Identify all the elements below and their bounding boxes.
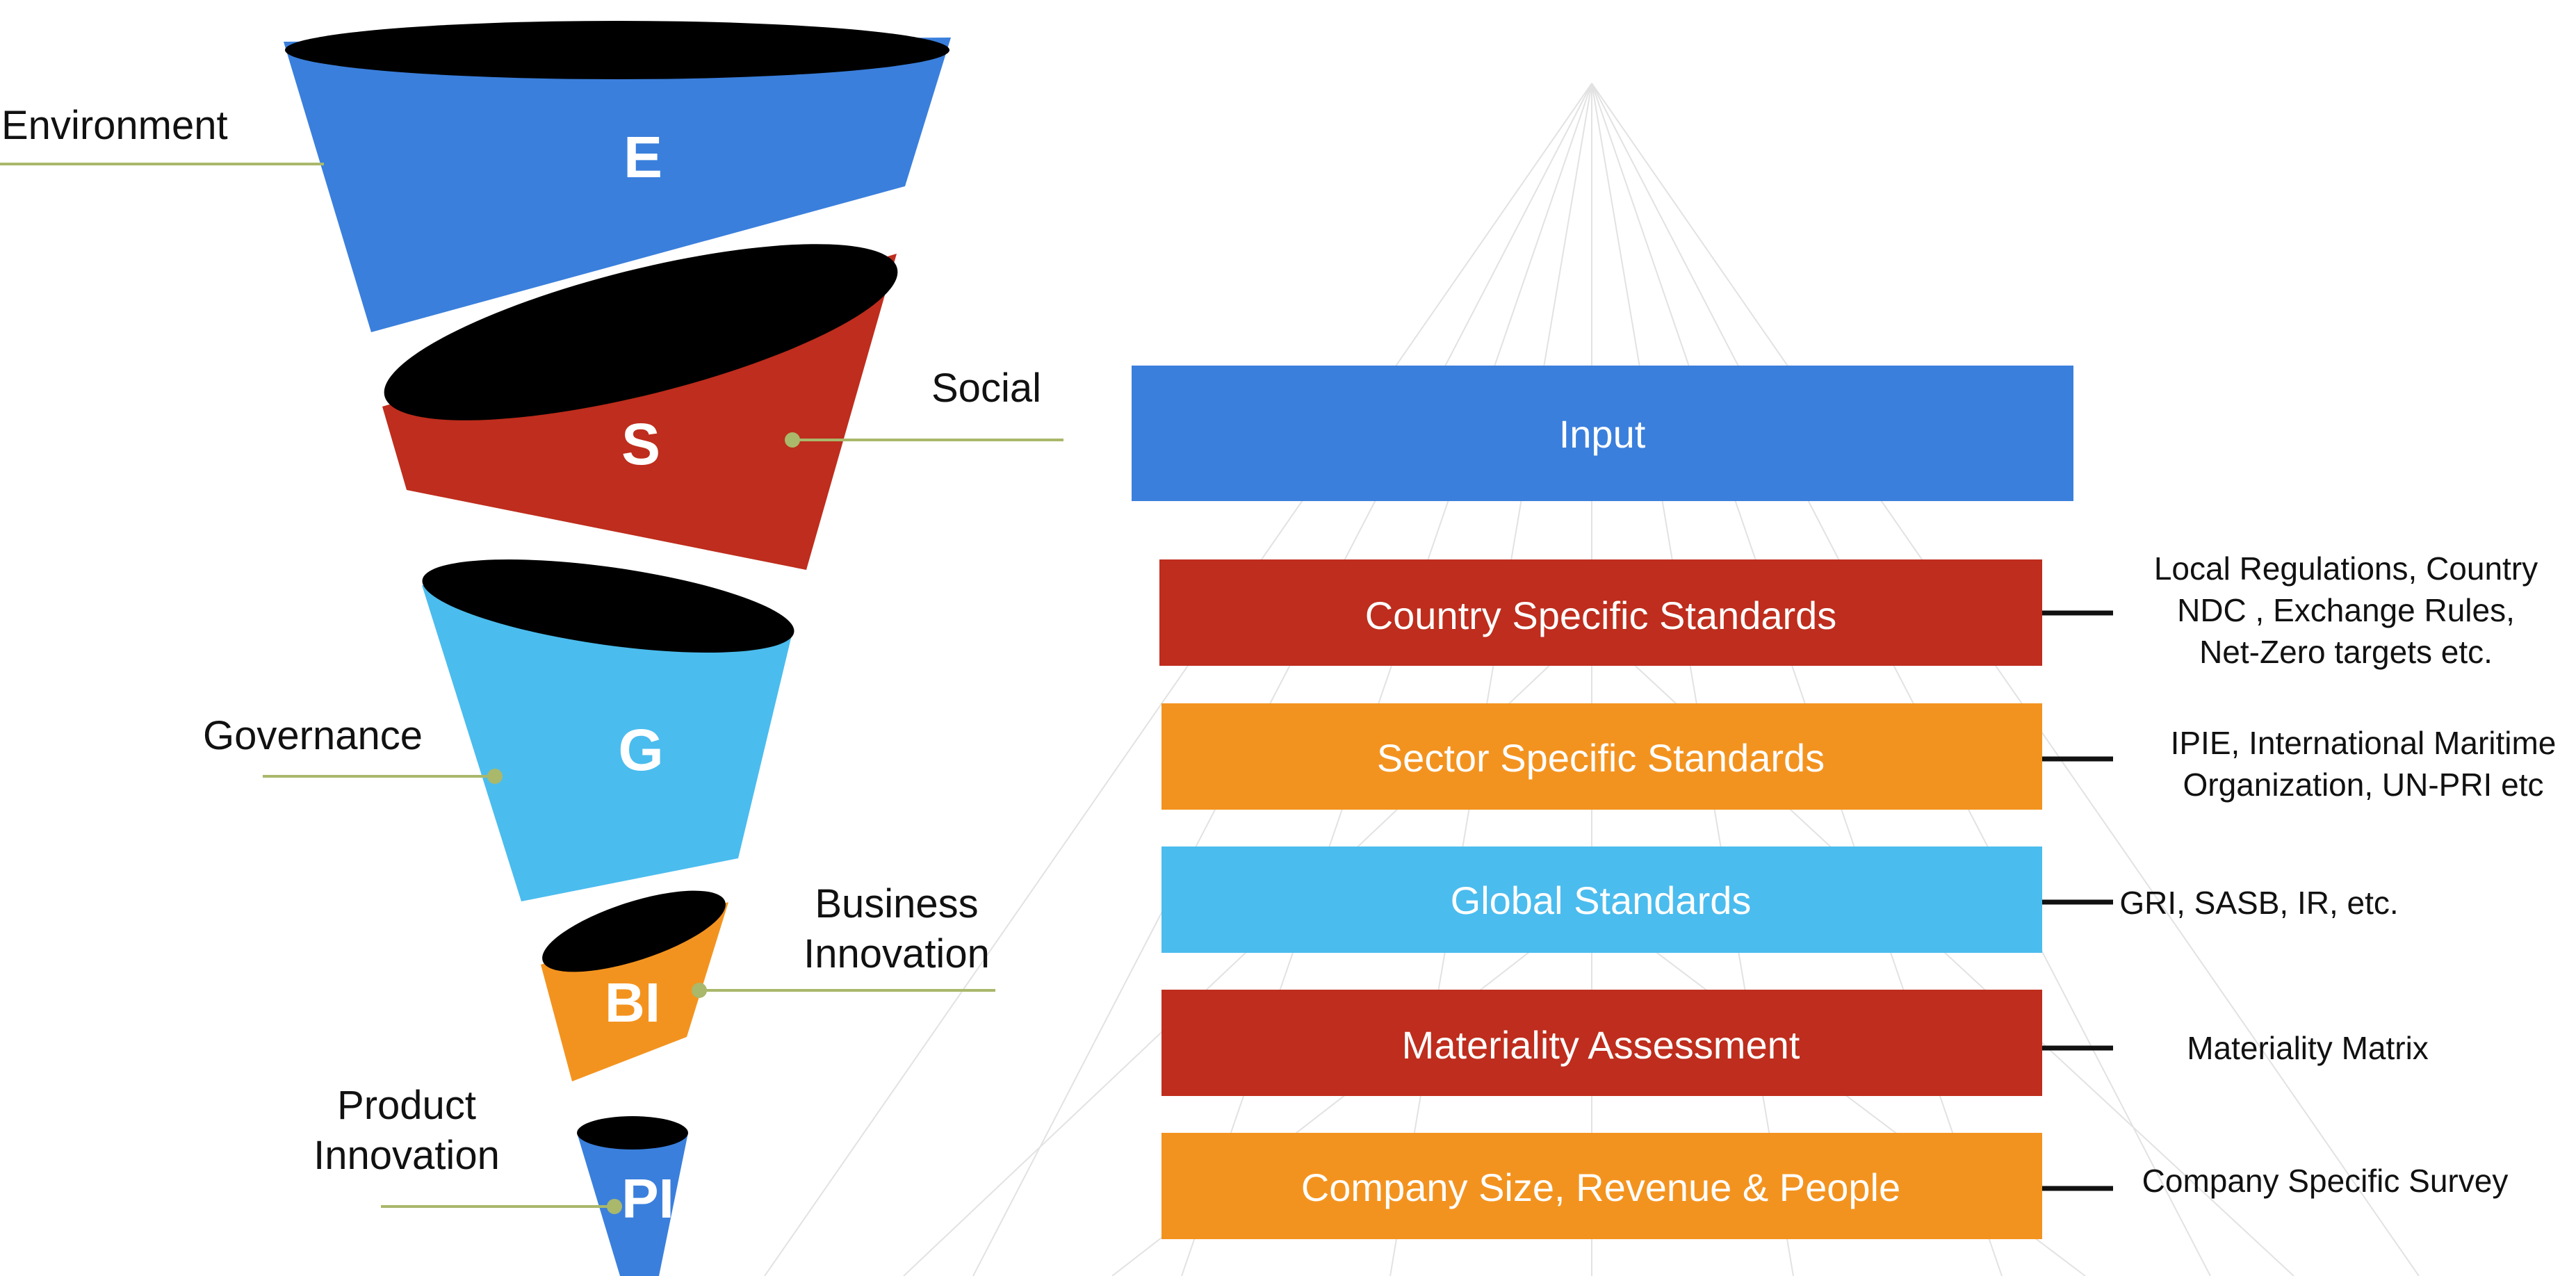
product-innovation-connector: [381, 1199, 622, 1214]
label-product-innovation-line2: Innovation: [313, 1133, 500, 1178]
funnel-segment-environment: E: [284, 21, 951, 332]
row-label-materiality-assessment: Materiality Assessment: [1402, 1023, 1800, 1067]
segment-letter-bi: BI: [605, 972, 660, 1033]
segment-letter-s: S: [621, 411, 660, 477]
row-label-sector-specific-standards: Sector Specific Standards: [1377, 736, 1825, 780]
label-business-innovation-line2: Innovation: [804, 931, 990, 976]
note-country-line3: Net-Zero targets etc.: [2199, 634, 2493, 670]
input-box-label: Input: [1559, 412, 1646, 456]
row-global-standards: Global Standards GRI, SASB, IR, etc.: [1161, 846, 2399, 953]
note-materiality-line1: Materiality Matrix: [2187, 1030, 2429, 1066]
input-box: Input: [1132, 366, 2073, 501]
funnel-segment-governance: G: [422, 559, 794, 901]
row-country-specific-standards: Country Specific Standards Local Regulat…: [1159, 550, 2538, 670]
label-business-innovation-line1: Business: [815, 881, 978, 926]
segment-letter-g: G: [618, 717, 663, 783]
note-sector-line1: IPIE, International Maritime: [2171, 725, 2557, 761]
label-product-innovation-line1: Product: [337, 1083, 476, 1128]
social-connector: [785, 432, 1063, 448]
label-social: Social: [931, 366, 1041, 411]
funnel-segment-business-innovation: BI: [541, 890, 728, 1081]
business-innovation-connector: [692, 983, 995, 998]
note-global-line1: GRI, SASB, IR, etc.: [2119, 885, 2398, 921]
note-country-line2: NDC , Exchange Rules,: [2177, 592, 2515, 628]
row-sector-specific-standards: Sector Specific Standards IPIE, Internat…: [1161, 703, 2556, 810]
note-sector-line2: Organization, UN-PRI etc: [2183, 767, 2544, 803]
row-company-size-revenue-people: Company Size, Revenue & People Company S…: [1161, 1133, 2508, 1239]
funnel-segment-social: S: [382, 244, 898, 570]
note-country-line1: Local Regulations, Country: [2154, 550, 2538, 587]
row-label-company-size-revenue-people: Company Size, Revenue & People: [1301, 1165, 1900, 1209]
governance-connector: [263, 769, 503, 784]
label-governance: Governance: [203, 713, 423, 758]
row-label-country-specific-standards: Country Specific Standards: [1365, 594, 1837, 637]
segment-letter-e: E: [623, 124, 662, 190]
row-label-global-standards: Global Standards: [1451, 878, 1752, 922]
note-company-line1: Company Specific Survey: [2142, 1163, 2509, 1199]
row-materiality-assessment: Materiality Assessment Materiality Matri…: [1161, 990, 2429, 1096]
segment-letter-pi: PI: [621, 1168, 674, 1229]
background-perspective-lines: [764, 83, 2420, 1276]
label-environment: Environment: [1, 103, 228, 148]
funnel-segment-product-innovation: PI: [577, 1116, 688, 1276]
